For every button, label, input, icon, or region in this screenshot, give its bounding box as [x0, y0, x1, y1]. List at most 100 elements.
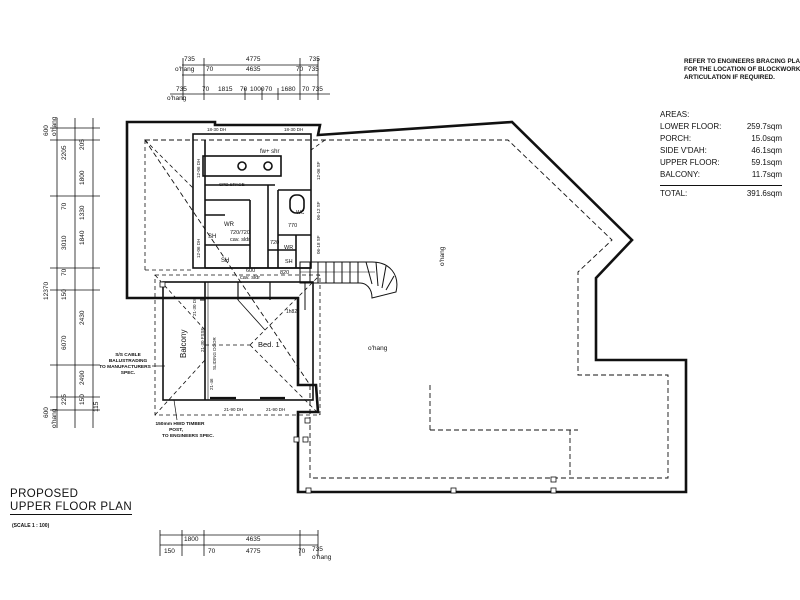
label-ohang-roof: o'hang — [368, 345, 388, 352]
win-left-2: 12-06 DH — [196, 239, 201, 258]
callout-post-1: 150mm HWD TIMBER — [155, 421, 205, 427]
area-value: 46.1sqm — [751, 146, 782, 155]
win-right-3: 06-18 SF — [316, 235, 321, 254]
room-wr-1: WR — [224, 222, 235, 228]
room-600: 600 — [246, 268, 255, 274]
callout-post-3: TO ENGINEERS SPEC. — [162, 433, 214, 439]
room-820: 820 — [280, 270, 289, 276]
dim-left-150: 150 — [61, 289, 68, 300]
room-cpd-space: CPD SPACE — [219, 182, 245, 187]
win-bot-2: 21-90 DH — [266, 407, 285, 412]
dim-left-225: 225 — [61, 394, 68, 405]
dim-bot-150: 150 — [164, 548, 175, 555]
room-770: 770 — [288, 223, 297, 229]
roof-hip-lines — [144, 139, 326, 416]
callout-cable-3: TO MANUFACTURERS — [99, 364, 151, 370]
callout-cable-4: SPEC. — [121, 370, 135, 376]
dim-left-2430: 2430 — [79, 310, 86, 325]
dim-left-2205: 2205 — [61, 145, 68, 160]
room-bed1: Bed. 1 — [258, 340, 280, 349]
dim-left-150b: 150 — [79, 394, 86, 405]
dim-left-2490: 2490 — [79, 370, 86, 385]
area-row: LOWER FLOOR: 259.7sqm — [660, 121, 782, 133]
area-value: 259.7sqm — [746, 122, 782, 131]
note-line-3: ARTICULATION IF REQUIRED. — [684, 74, 775, 81]
area-label: SIDE V'DAH: — [660, 146, 707, 155]
area-label: PORCH: — [660, 134, 692, 143]
win-bot-1: 21-90 DH — [224, 407, 243, 412]
top-dimensions — [170, 58, 330, 100]
room-sh-3: SH — [285, 259, 293, 265]
bedroom-walls — [162, 281, 314, 401]
area-row: UPPER FLOOR: 59.1sqm — [660, 157, 782, 169]
dim-top-4635: 4635 — [246, 66, 261, 73]
win-top-1: 18-30 DH — [207, 127, 226, 132]
dim-left-205: 205 — [79, 139, 86, 150]
area-total-row: TOTAL: 391.6sqm — [660, 185, 782, 200]
dim-bot-70b: 70 — [298, 548, 306, 555]
dim-bot-735: 735 — [312, 546, 323, 553]
win-left-1: 12-06 DH — [196, 159, 201, 178]
dim-top-1000: 1000 — [250, 86, 265, 93]
areas-heading: AREAS: — [660, 110, 690, 119]
dim-top-70e: 70 — [265, 86, 273, 93]
area-total-value: 391.6sqm — [746, 189, 782, 198]
label-sliding-door: SLIDING DOOR — [212, 336, 217, 370]
dim-top-70c: 70 — [202, 86, 210, 93]
room-balcony: Balcony — [179, 330, 188, 358]
dim-top-ohang-r3: o'hang — [167, 95, 187, 102]
win-bal-3: 21-46 — [209, 378, 214, 390]
callout-post-2: POST, — [169, 427, 184, 433]
dim-left-ohang-top: o'hang — [51, 116, 58, 136]
staircase — [299, 261, 398, 299]
win-bal-2: 21-30 DH — [192, 297, 197, 316]
dim-top-70a: 70 — [206, 66, 214, 73]
win-right-1: 12-06 SF — [316, 161, 321, 180]
verandah-posts — [159, 281, 557, 494]
area-value: 15.0sqm — [751, 134, 782, 143]
dim-left-3010: 3010 — [61, 235, 68, 250]
label-hp: 1h82 — [286, 309, 297, 315]
dim-left-6070: 6070 — [61, 335, 68, 350]
area-row: BALCONY: 11.7sqm — [660, 169, 782, 181]
label-ohang-main: o'hang — [439, 246, 446, 266]
callout-cable-1: S/S CABLE — [115, 352, 141, 358]
building-outline — [125, 120, 688, 494]
dim-bot-ohang: o'hang — [312, 554, 332, 561]
dim-left-1330: 1330 — [79, 205, 86, 220]
drawing-title: PROPOSED UPPER FLOOR PLAN — [10, 488, 133, 515]
dim-top-735-r2: 735 — [308, 66, 319, 73]
dim-top-70f: 70 — [302, 86, 310, 93]
area-row: SIDE V'DAH: 46.1sqm — [660, 145, 782, 157]
note-line-1: REFER TO ENGINEERS BRACING PLAN — [684, 58, 800, 65]
win-top-2: 18-30 DH — [284, 127, 303, 132]
dim-top-735-right: 735 — [309, 56, 320, 63]
room-cav-sldr: cav. sldr — [230, 237, 250, 243]
dim-left-ohang-bot: o'hang — [51, 408, 58, 428]
drawing-scale: (SCALE 1 : 100) — [12, 523, 50, 529]
bottom-dimensions — [159, 530, 319, 556]
dim-top-1680: 1680 — [281, 86, 296, 93]
title-line-2: UPPER FLOOR PLAN — [10, 501, 133, 515]
dim-top-4775: 4775 — [246, 56, 261, 63]
dim-left-70a: 70 — [61, 202, 68, 210]
dim-top-1815: 1815 — [218, 86, 233, 93]
room-wc: WC — [296, 210, 305, 216]
dim-bot-70a: 70 — [208, 548, 216, 555]
room-wr-size: 720/720 — [230, 230, 250, 236]
dim-left-1800: 1800 — [79, 170, 86, 185]
dim-top-ohang: o'hang — [175, 66, 195, 73]
bracing-note: REFER TO ENGINEERS BRACING PLAN FOR THE … — [684, 58, 800, 82]
room-sh-2: SH — [221, 258, 229, 264]
room-wr-2: WR — [284, 245, 293, 251]
area-label: UPPER FLOOR: — [660, 158, 720, 167]
dim-left-115: 115 — [93, 401, 100, 412]
win-right-2: 06-12 SF — [316, 201, 321, 220]
dim-bot-4635: 4635 — [246, 536, 261, 543]
area-row: PORCH: 15.0sqm — [660, 133, 782, 145]
dim-left-600-bot: 600 — [43, 407, 50, 418]
dim-top-735-r3r: 735 — [312, 86, 323, 93]
dim-left-70b: 70 — [61, 268, 68, 276]
title-line-1: PROPOSED — [10, 488, 79, 500]
